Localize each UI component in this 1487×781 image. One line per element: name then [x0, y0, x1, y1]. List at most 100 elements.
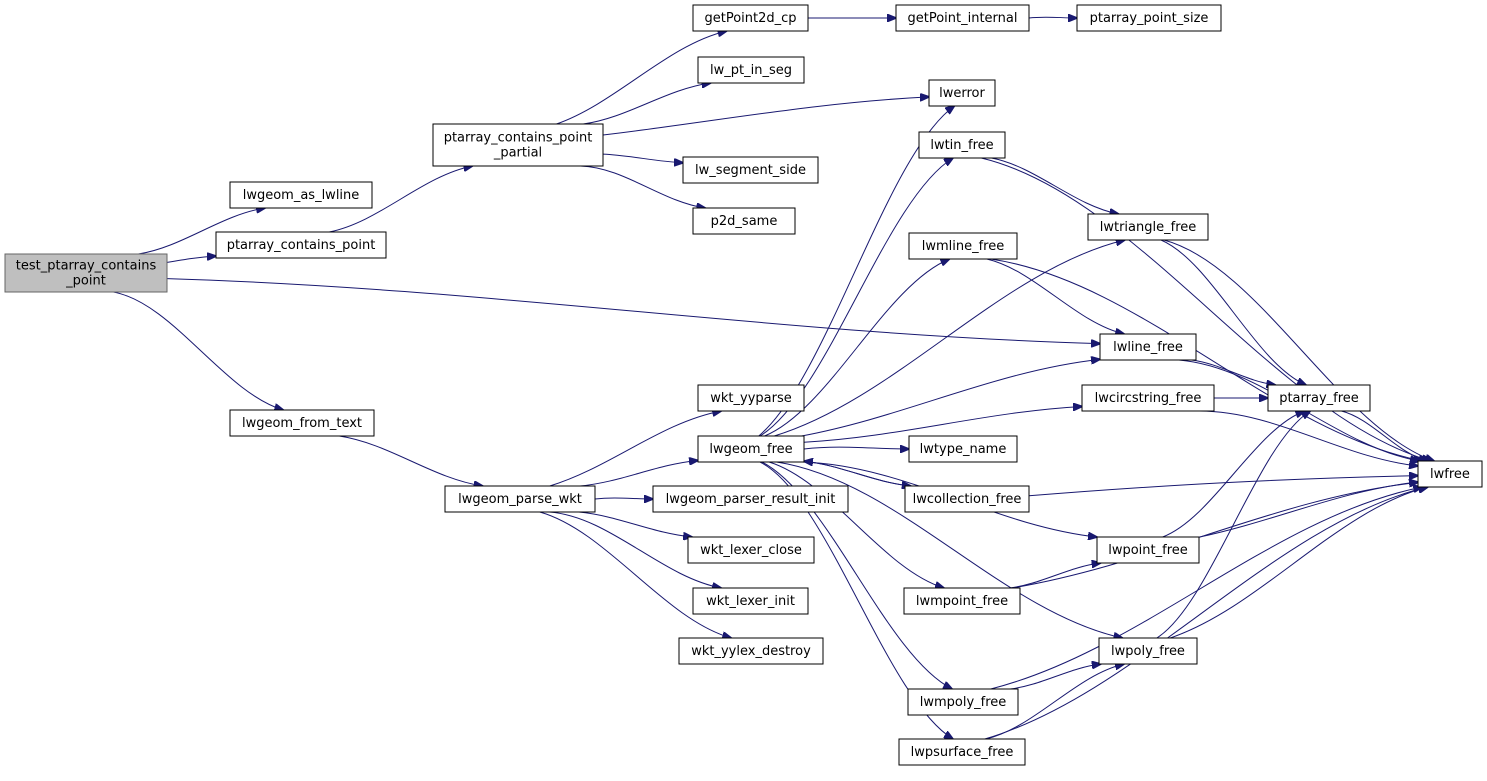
node-lwgeom_parser_result_init[interactable]: lwgeom_parser_result_init: [652, 485, 849, 513]
node-label: lwpoint_free: [1108, 543, 1188, 558]
node-box: [692, 207, 796, 235]
edge-lwgeom_from_text-to-lwgeom_parse_wkt: [339, 435, 482, 486]
edge-lwgeom_parse_wkt-to-lwgeom_parser_result_init: [594, 498, 653, 499]
edge-lwmpoly_free-to-lwfree: [990, 487, 1422, 690]
node-wkt_yylex_destroy[interactable]: wkt_yylex_destroy: [678, 637, 824, 665]
node-box: [215, 231, 387, 259]
edge-ptarray_contains_point_partial-to-getPoint2d_cp: [556, 31, 726, 125]
node-lwtriangle_free[interactable]: lwtriangle_free: [1087, 213, 1209, 241]
edge-lwpoly_free-to-ptarray_free: [1156, 411, 1310, 639]
node-lwtin_free[interactable]: lwtin_free: [918, 131, 1006, 159]
edge-getPoint_internal-to-ptarray_point_size: [1028, 17, 1077, 18]
edge-test_ptarray_contains_point-to-lwline_free: [166, 278, 1100, 344]
node-lwgeom_parse_wkt[interactable]: lwgeom_parse_wkt: [444, 485, 596, 513]
edges-layer: [113, 17, 1434, 739]
edge-lwpoint_free-to-ptarray_free: [1162, 411, 1305, 538]
node-ptarray_point_size[interactable]: ptarray_point_size: [1076, 4, 1222, 32]
edge-lwcollection_free-to-lwfree: [1028, 476, 1418, 497]
node-box: [678, 637, 824, 665]
node-box: [1096, 536, 1200, 564]
node-lwfree[interactable]: lwfree: [1417, 460, 1483, 488]
node-lwerror[interactable]: lwerror: [928, 79, 996, 107]
node-lw_pt_in_seg[interactable]: lw_pt_in_seg: [697, 56, 805, 84]
node-ptarray_contains_point[interactable]: ptarray_contains_point: [215, 231, 387, 259]
node-label: getPoint_internal: [907, 11, 1017, 26]
node-wkt_lexer_close[interactable]: wkt_lexer_close: [687, 536, 815, 564]
node-label: lwpsurface_free: [911, 745, 1014, 760]
node-lwpoint_free[interactable]: lwpoint_free: [1096, 536, 1200, 564]
edge-lwgeom_parse_wkt-to-wkt_yyparse: [549, 411, 722, 487]
node-lwpoly_free[interactable]: lwpoly_free: [1098, 637, 1198, 665]
edge-lwgeom_parse_wkt-to-wkt_yylex_destroy: [539, 511, 731, 638]
node-lwgeom_from_text[interactable]: lwgeom_from_text: [229, 409, 375, 437]
node-lwmline_free[interactable]: lwmline_free: [908, 232, 1018, 260]
node-label: lwgeom_as_lwline: [243, 188, 360, 203]
node-box: [928, 79, 996, 107]
node-box: [4, 253, 168, 293]
node-lwcollection_free[interactable]: lwcollection_free: [904, 485, 1030, 513]
edge-lwcollection_free-to-lwgeom_free: [804, 461, 911, 487]
node-lwline_free[interactable]: lwline_free: [1099, 333, 1197, 361]
node-label: ptarray_free: [1279, 391, 1359, 406]
node-label: p2d_same: [711, 214, 778, 229]
node-box: [904, 485, 1030, 513]
node-wkt_lexer_init[interactable]: wkt_lexer_init: [692, 587, 809, 615]
edge-test_ptarray_contains_point-to-lwgeom_from_text: [113, 291, 283, 410]
node-label: _point: [65, 274, 106, 289]
node-label: ptarray_point_size: [1090, 11, 1209, 26]
node-label: lwerror: [939, 86, 985, 101]
node-ptarray_contains_point_partial[interactable]: ptarray_contains_point_partial: [432, 123, 604, 167]
node-box: [895, 4, 1030, 32]
node-box: [907, 688, 1019, 716]
node-lwtype_name[interactable]: lwtype_name: [908, 435, 1018, 463]
node-box: [697, 384, 805, 412]
edge-lwgeom_free-to-lwtriangle_free: [774, 240, 1125, 437]
node-label: lwgeom_from_text: [242, 416, 362, 431]
edge-lwtin_free-to-lwtriangle_free: [991, 157, 1118, 214]
node-box: [682, 156, 819, 184]
node-getPoint2d_cp[interactable]: getPoint2d_cp: [692, 4, 809, 32]
node-box: [652, 485, 849, 513]
node-box: [444, 485, 596, 513]
edge-lwgeom_free-to-lwmline_free: [764, 259, 950, 437]
edge-lwcircstring_free-to-lwfree: [1199, 410, 1418, 466]
node-lwmpoly_free[interactable]: lwmpoly_free: [907, 688, 1019, 716]
edge-lwgeom_free-to-lwtin_free: [759, 158, 953, 437]
node-box: [432, 123, 604, 167]
node-label: lwcollection_free: [913, 492, 1022, 507]
node-getPoint_internal[interactable]: getPoint_internal: [895, 4, 1030, 32]
node-box: [687, 536, 815, 564]
edge-ptarray_contains_point_partial-to-p2d_same: [580, 165, 705, 208]
node-label: getPoint2d_cp: [704, 11, 796, 26]
node-lwmpoint_free[interactable]: lwmpoint_free: [903, 587, 1021, 615]
node-test_ptarray_contains_point[interactable]: test_ptarray_contains_point: [4, 253, 168, 293]
node-ptarray_free[interactable]: ptarray_free: [1267, 384, 1371, 412]
node-box: [898, 738, 1026, 766]
edge-lwmpoint_free-to-lwpoint_free: [1009, 563, 1100, 589]
edge-ptarray_contains_point-to-ptarray_contains_point_partial: [329, 166, 472, 233]
edge-lwmline_free-to-lwfree: [990, 258, 1422, 461]
node-lwcircstring_free[interactable]: lwcircstring_free: [1081, 384, 1215, 412]
node-p2d_same[interactable]: p2d_same: [692, 207, 796, 235]
node-box: [1098, 637, 1198, 665]
node-lw_segment_side[interactable]: lw_segment_side: [682, 156, 819, 184]
node-label: lwtype_name: [920, 442, 1007, 457]
node-label: lw_segment_side: [695, 163, 806, 178]
node-lwgeom_free[interactable]: lwgeom_free: [697, 435, 805, 463]
edge-lwtriangle_free-to-ptarray_free: [1160, 239, 1306, 385]
node-label: wkt_lexer_close: [700, 543, 802, 558]
node-box: [908, 435, 1018, 463]
edge-test_ptarray_contains_point-to-lwgeom_as_lwline: [138, 208, 265, 255]
edge-test_ptarray_contains_point-to-ptarray_contains_point: [166, 256, 216, 263]
node-lwpsurface_free[interactable]: lwpsurface_free: [898, 738, 1026, 766]
node-lwgeom_as_lwline[interactable]: lwgeom_as_lwline: [229, 181, 373, 209]
node-box: [1417, 460, 1483, 488]
node-wkt_yyparse[interactable]: wkt_yyparse: [697, 384, 805, 412]
node-label: test_ptarray_contains: [16, 259, 157, 274]
node-label: lwline_free: [1113, 340, 1183, 355]
node-box: [697, 435, 805, 463]
node-label: lwgeom_free: [709, 442, 792, 457]
node-label: wkt_yylex_destroy: [691, 644, 811, 659]
node-box: [697, 56, 805, 84]
